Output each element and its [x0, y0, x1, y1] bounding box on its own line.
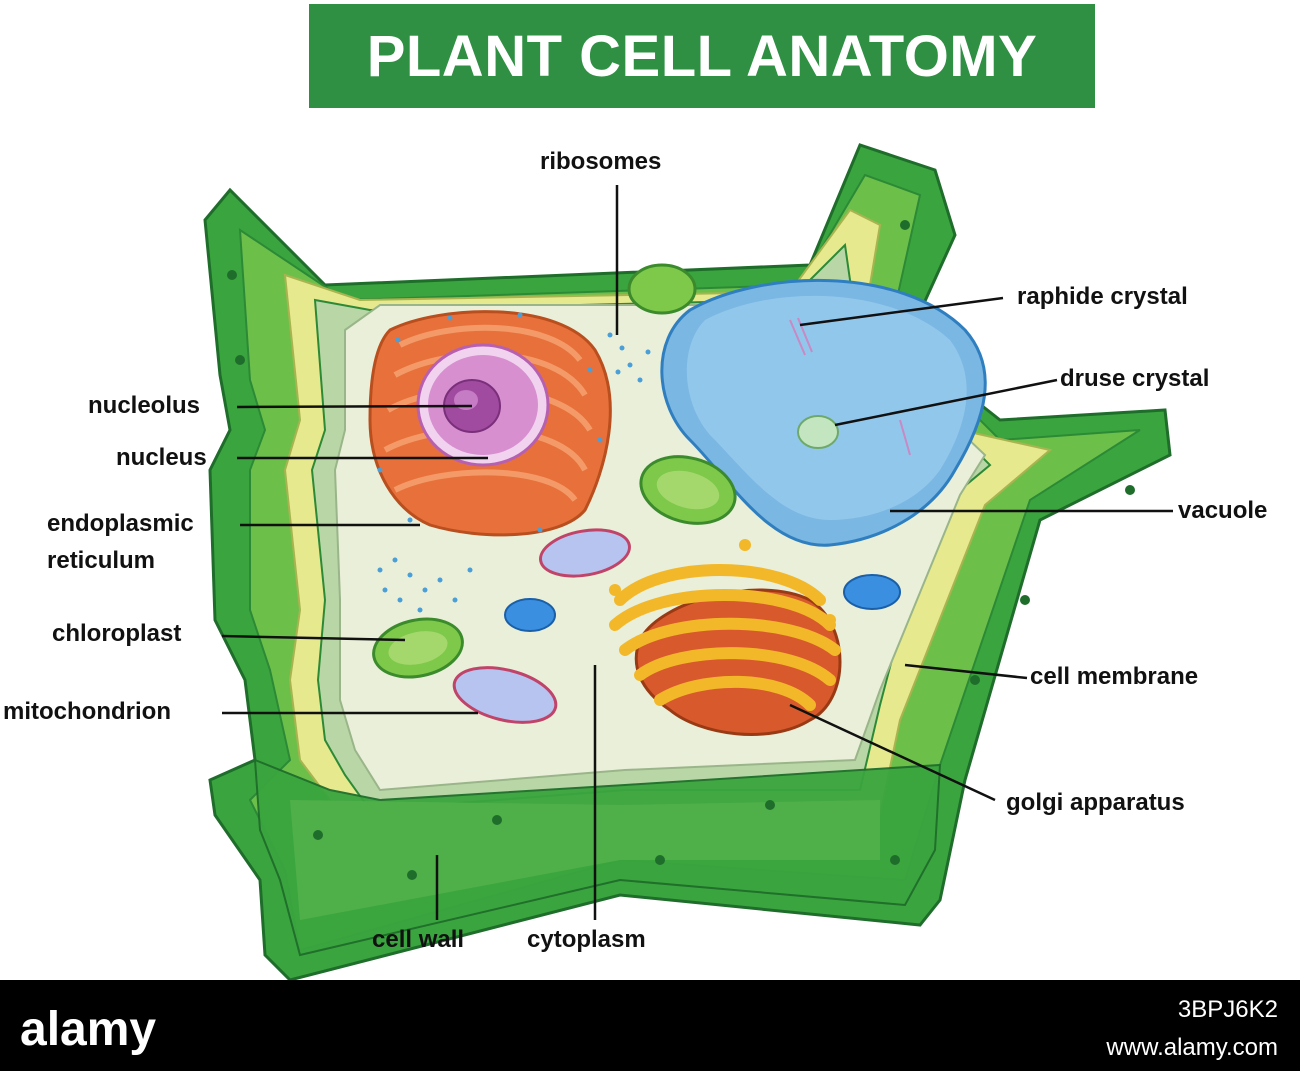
label-nucleus: nucleus	[116, 444, 207, 471]
vacuole	[660, 278, 987, 547]
label-cell-membrane: cell membrane	[1030, 663, 1199, 690]
cell-wall	[203, 143, 1172, 980]
nucleus	[416, 343, 550, 467]
diagram-title: PLANT CELL ANATOMY	[366, 23, 1038, 89]
label-chloroplast: chloroplast	[52, 620, 182, 647]
label-ribosomes: ribosomes	[540, 148, 662, 175]
label-endoplasmic-reticulum-line1: endoplasmic	[47, 510, 194, 537]
label-nucleolus: nucleolus	[88, 392, 201, 419]
label-druse-crystal: druse crystal	[1060, 365, 1210, 392]
vesicle	[843, 574, 901, 610]
chloroplast-small	[627, 263, 697, 315]
golgi-apparatus	[609, 539, 842, 736]
vesicle	[504, 598, 556, 632]
source-url: www.alamy.com	[1106, 1034, 1278, 1061]
label-cytoplasm: cytoplasm	[527, 926, 646, 953]
leader-lines	[221, 185, 1173, 920]
label-vacuole: vacuole	[1178, 497, 1268, 524]
title-banner: PLANT CELL ANATOMY	[309, 4, 1095, 108]
label-raphide-crystal: raphide crystal	[1017, 283, 1188, 310]
label-mitochondrion: mitochondrion	[3, 698, 171, 725]
mitochondrion-labeled	[452, 666, 558, 724]
ribosomes-cluster	[377, 332, 651, 613]
brand-logo: alamy	[20, 1003, 157, 1056]
druse-crystal-shape	[797, 415, 839, 449]
watermark-footer	[0, 980, 1300, 1071]
chloroplast-center	[639, 455, 737, 525]
label-endoplasmic-reticulum-line2: reticulum	[47, 547, 156, 574]
raphide-crystal-shape	[789, 319, 806, 356]
mitochondrion-center	[539, 528, 631, 578]
image-id: 3BPJ6K2	[1177, 996, 1278, 1023]
label-golgi-apparatus: golgi apparatus	[1006, 789, 1185, 816]
plant-cell-diagram	[203, 143, 1173, 980]
label-cell-wall: cell wall	[372, 926, 465, 953]
